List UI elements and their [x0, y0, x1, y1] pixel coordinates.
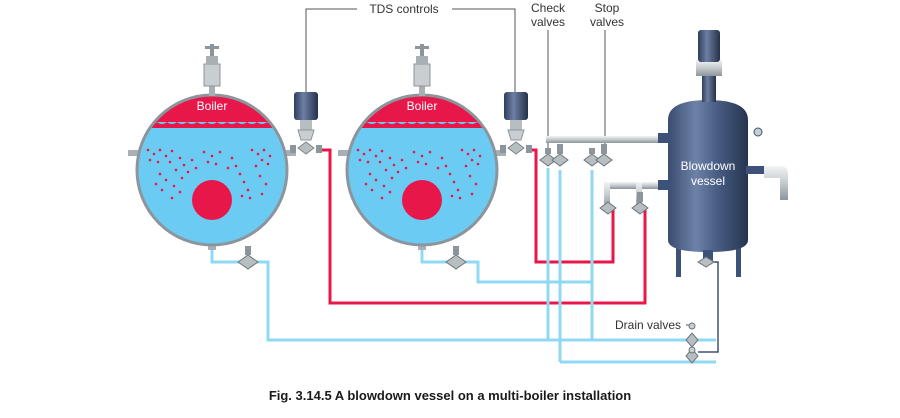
drain-valve-icon: [685, 322, 699, 348]
vessel-label-line2: vessel: [691, 174, 725, 188]
check-valves-label-line1: Check: [531, 1, 566, 15]
tds-control-valve-1: [290, 92, 322, 155]
tds-control-valve-2: [500, 92, 532, 155]
blowdown-pipes: [318, 148, 647, 305]
stop-valves-label-line2: valves: [590, 15, 624, 29]
drain-valve-icon: [685, 346, 699, 364]
figure-caption: Fig. 3.14.5 A blowdown vessel on a multi…: [268, 388, 632, 403]
tds-controls-label: TDS controls: [369, 2, 438, 16]
vessel-label-line1: Blowdown: [681, 159, 736, 173]
check-valves-label-line2: valves: [531, 15, 565, 29]
steam-bubbles: [146, 148, 272, 200]
drain-valve-boiler-2: [445, 246, 467, 270]
check-valve-icon: [599, 201, 617, 215]
check-valve-icon: [539, 148, 557, 167]
drain-pipes: [210, 168, 716, 364]
check-valve-icon: [583, 148, 601, 167]
drain-valves-label: Drain valves: [615, 318, 681, 332]
stop-valve-icon: [595, 144, 613, 167]
boiler-2: Boiler: [338, 44, 506, 250]
leader-lines: [305, 8, 692, 326]
boiler-1: Boiler: [128, 44, 296, 250]
steam-bubbles: [356, 148, 482, 200]
safety-valve-icon: [203, 44, 221, 96]
boiler-1-label: Boiler: [197, 99, 228, 113]
drain-valve-boiler-1: [237, 246, 259, 270]
blowdown-vessel: Blowdown vessel: [658, 30, 788, 277]
stop-valves-label-line1: Stop: [595, 1, 620, 15]
stop-valve-icon: [551, 144, 569, 167]
safety-valve-icon: [413, 44, 431, 96]
stop-valve-icon: [631, 192, 649, 215]
header-pipes: [546, 136, 670, 208]
boiler-2-label: Boiler: [407, 99, 438, 113]
